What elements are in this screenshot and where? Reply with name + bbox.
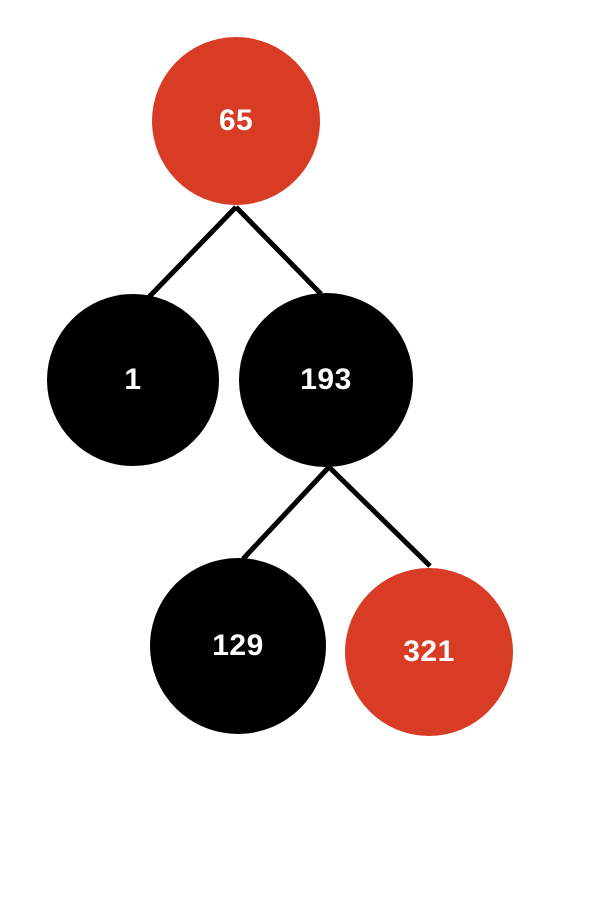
tree-node-193[interactable]: 193 [239,293,413,467]
tree-node-129[interactable]: 129 [150,558,326,734]
tree-node-label: 1 [124,363,142,396]
tree-node-321[interactable]: 321 [345,568,513,736]
tree-node-1[interactable]: 1 [47,294,219,466]
tree-node-label: 193 [300,363,352,396]
tree-node-label: 321 [403,635,455,668]
tree-node-65[interactable]: 65 [152,37,320,205]
tree-node-label: 129 [212,629,264,662]
tree-node-label: 65 [218,104,254,137]
